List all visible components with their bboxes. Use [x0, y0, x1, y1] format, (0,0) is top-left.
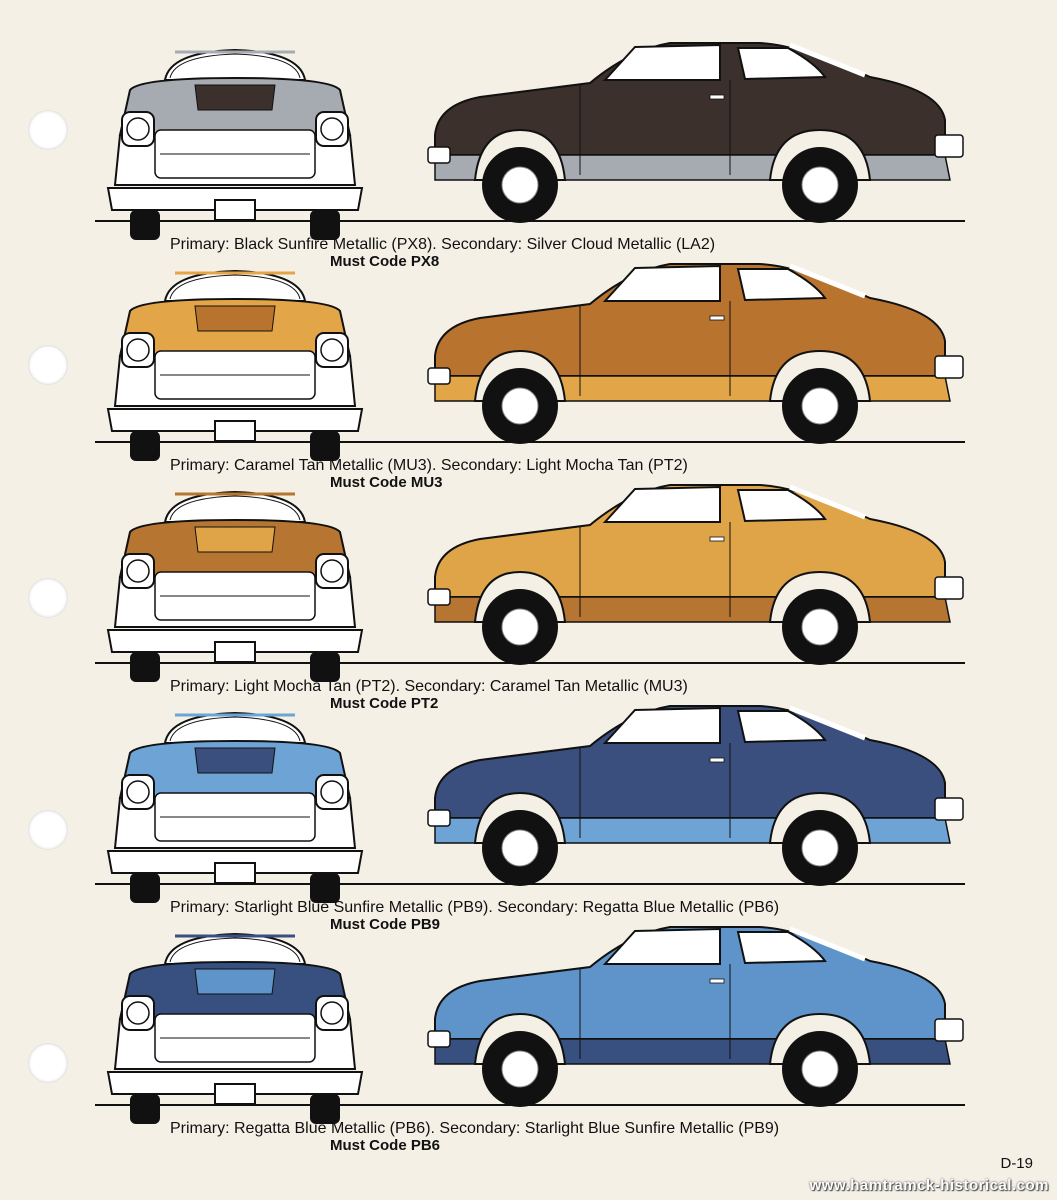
color-caption: Primary: Light Mocha Tan (PT2). Secondar… [170, 678, 688, 695]
car-color-row: Primary: Light Mocha Tan (PT2). Secondar… [0, 472, 1057, 712]
car-color-row: Primary: Starlight Blue Sunfire Metallic… [0, 693, 1057, 933]
must-code-label: Must Code PB9 [330, 916, 441, 933]
car-side-view [427, 484, 964, 665]
car-color-row: Primary: Black Sunfire Metallic (PX8). S… [0, 30, 1057, 270]
color-caption: Primary: Black Sunfire Metallic (PX8). S… [170, 236, 716, 253]
front-view-illustration [100, 40, 370, 245]
binder-hole [28, 110, 68, 150]
must-code-label: Must Code PT2 [330, 695, 439, 712]
binder-hole [28, 1043, 68, 1083]
car-color-row: Primary: Regatta Blue Metallic (PB6). Se… [0, 914, 1057, 1154]
side-view-illustration [420, 35, 970, 230]
car-front-view [106, 932, 364, 1124]
front-view-illustration [100, 703, 370, 908]
car-side-view [427, 705, 964, 886]
ground-line [95, 220, 965, 222]
ground-line [95, 883, 965, 885]
binder-hole [28, 578, 68, 618]
color-caption: Primary: Starlight Blue Sunfire Metallic… [170, 899, 780, 916]
color-caption: Primary: Caramel Tan Metallic (MU3). Sec… [170, 457, 688, 474]
must-code-label: Must Code PB6 [330, 1137, 441, 1154]
watermark-text: www.hamtramck-historical.com [809, 1177, 1049, 1194]
front-view-illustration [100, 261, 370, 466]
must-code-label: Must Code PX8 [330, 253, 440, 270]
side-view-illustration [420, 477, 970, 672]
car-front-view [106, 269, 364, 461]
must-code-label: Must Code MU3 [330, 474, 443, 491]
ground-line [95, 1104, 965, 1106]
ground-line [95, 662, 965, 664]
side-view-illustration [420, 698, 970, 893]
car-side-view [427, 42, 964, 223]
car-front-view [106, 48, 364, 240]
ground-line [95, 441, 965, 443]
car-front-view [106, 711, 364, 903]
page-number: D-19 [1000, 1155, 1033, 1172]
front-view-illustration [100, 482, 370, 687]
car-front-view [106, 490, 364, 682]
side-view-illustration [420, 256, 970, 451]
binder-hole [28, 810, 68, 850]
side-view-illustration [420, 919, 970, 1114]
car-color-row: Primary: Caramel Tan Metallic (MU3). Sec… [0, 251, 1057, 491]
car-side-view [427, 926, 964, 1107]
car-side-view [427, 263, 964, 444]
front-view-illustration [100, 924, 370, 1129]
color-caption: Primary: Regatta Blue Metallic (PB6). Se… [170, 1120, 780, 1137]
binder-hole [28, 345, 68, 385]
